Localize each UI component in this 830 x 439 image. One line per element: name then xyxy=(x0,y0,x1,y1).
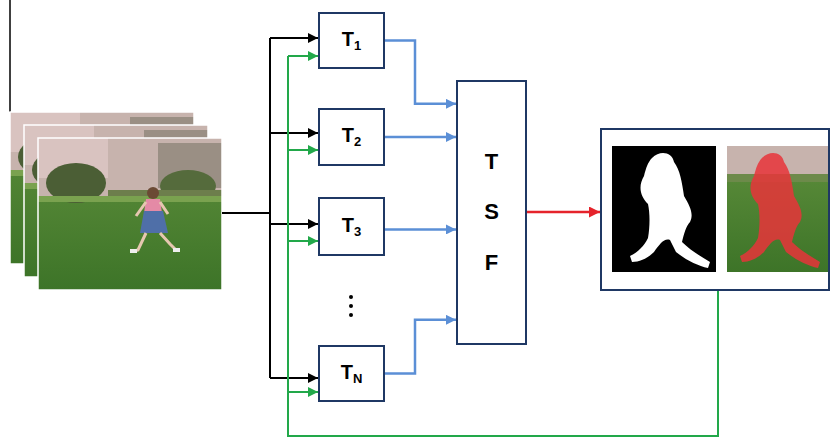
tracker-label: T1 xyxy=(342,28,361,53)
video-frame xyxy=(38,138,222,290)
segmentation-overlay xyxy=(727,146,828,272)
segmentation-mask xyxy=(612,146,716,272)
output-panel xyxy=(601,129,829,290)
tracker-box: T3 xyxy=(318,197,385,256)
ellipsis-dots xyxy=(349,295,353,317)
input-lines xyxy=(222,38,318,378)
tracker-box: T1 xyxy=(318,12,385,69)
feedback-lines xyxy=(288,56,718,436)
output-arrow xyxy=(527,211,600,214)
frame-edge-line xyxy=(9,0,11,112)
tracker-label: T2 xyxy=(342,124,361,149)
video-frames xyxy=(10,112,222,290)
tracker-box: T2 xyxy=(318,108,385,166)
tracker-box: TN xyxy=(318,345,385,402)
tracker-output-arrow xyxy=(385,320,456,374)
tracker-label: T3 xyxy=(342,214,361,239)
fusion-box: T S F xyxy=(456,80,527,345)
tracker-label: TN xyxy=(341,361,363,386)
tracker-output-arrow xyxy=(385,136,456,139)
tracker-output-arrow xyxy=(385,41,456,104)
fusion-label: T S F xyxy=(481,137,503,289)
tracker-output-arrow xyxy=(385,228,456,231)
